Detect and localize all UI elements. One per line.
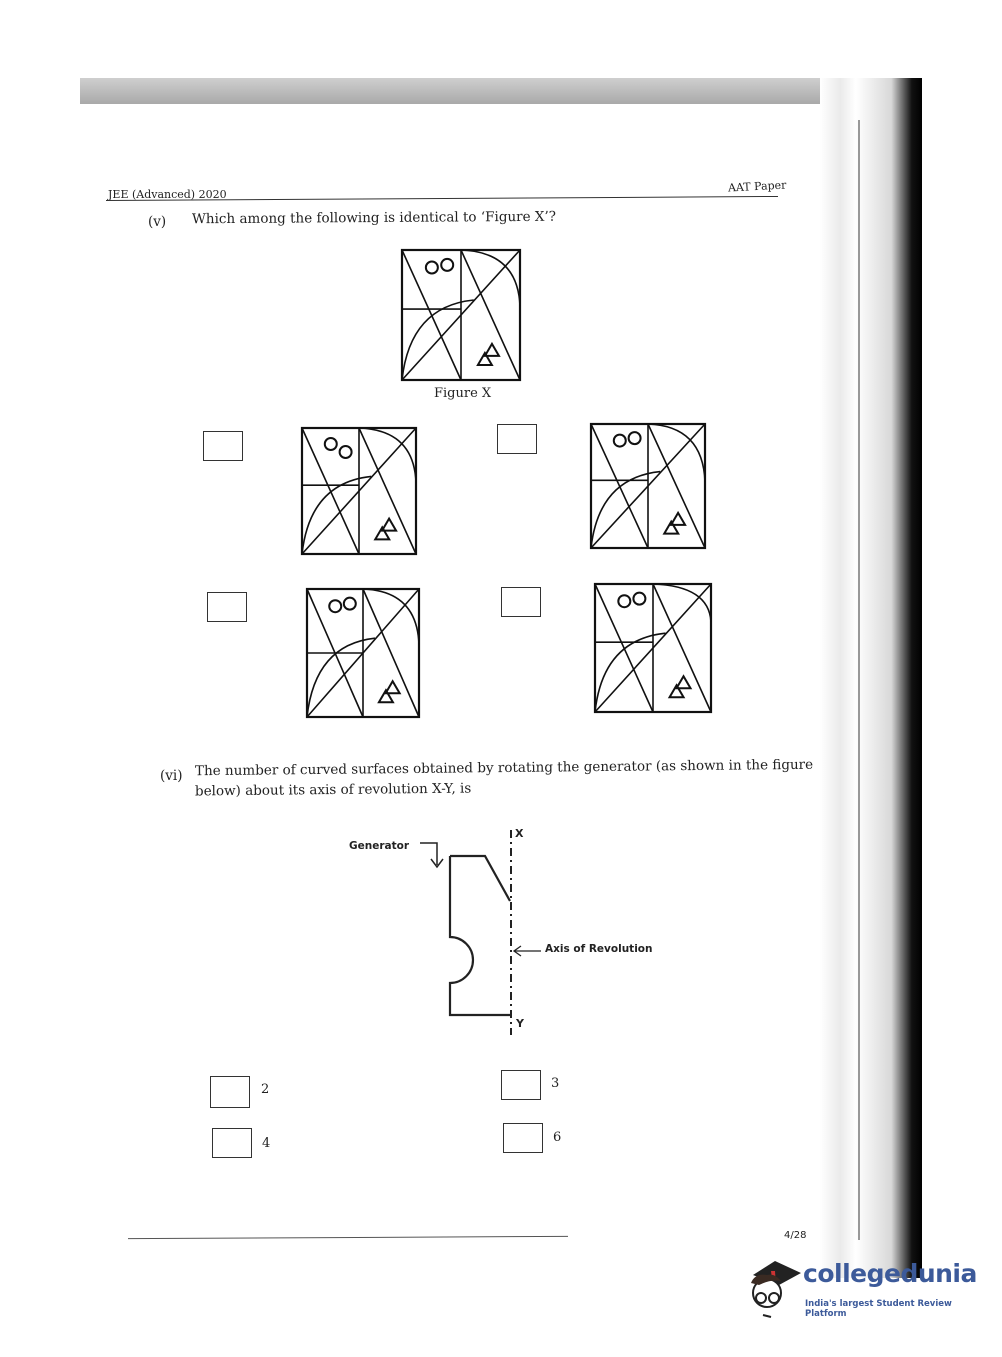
collegedunia-watermark: collegedunia India's largest Student Rev… (745, 1255, 977, 1320)
option-4-label: 4 (262, 1136, 271, 1151)
figure-x-caption: Figure X (434, 386, 492, 401)
scan-page-shadow (820, 78, 922, 1278)
question-v-number: (v) (148, 214, 167, 230)
question-vi-text-line1: The number of curved surfaces obtained b… (194, 756, 814, 780)
brand-name: collegedunia (803, 1259, 977, 1288)
option-2-checkbox[interactable] (210, 1076, 250, 1108)
question-vi-text-line2: below) about its axis of revolution X-Y,… (194, 780, 472, 800)
generator-diagram (420, 830, 541, 1035)
option-a-checkbox[interactable] (203, 431, 243, 461)
generator-label: Generator (349, 840, 410, 852)
option-3-label: 3 (551, 1076, 560, 1091)
header-right: AAT Paper (727, 178, 787, 195)
figure-x (400, 248, 522, 382)
option-d-figure (593, 582, 713, 714)
option-d-checkbox[interactable] (501, 587, 541, 617)
axis-pointer-arrow (512, 945, 541, 957)
axis-y-label: Y (516, 1017, 524, 1030)
option-6-checkbox[interactable] (503, 1123, 543, 1153)
mascot-logo-icon (751, 1261, 801, 1318)
question-v-text: Which among the following is identical t… (191, 208, 557, 228)
option-2-label: 2 (261, 1082, 270, 1097)
scan-top-band (80, 78, 922, 104)
question-vi-number: (vi) (160, 768, 183, 784)
generator-profile (448, 854, 511, 1017)
page-edge (858, 120, 860, 1240)
option-c-figure (305, 587, 421, 719)
brand-tagline: India's largest Student Review Platform (805, 1299, 952, 1319)
option-b-figure (589, 422, 707, 550)
option-c-checkbox[interactable] (207, 592, 247, 622)
option-6-label: 6 (553, 1130, 562, 1145)
axis-of-revolution-label: Axis of Revolution (545, 943, 653, 955)
option-b-checkbox[interactable] (497, 424, 537, 454)
footer-rule (128, 1235, 568, 1240)
axis-x-label: X (515, 827, 524, 840)
option-4-checkbox[interactable] (212, 1128, 252, 1158)
generator-pointer-arrow (420, 842, 444, 869)
header-left: JEE (Advanced) 2020 (108, 188, 227, 201)
option-3-checkbox[interactable] (501, 1070, 541, 1100)
option-a-figure (300, 426, 418, 556)
page-number: 4/28 (784, 1230, 807, 1241)
